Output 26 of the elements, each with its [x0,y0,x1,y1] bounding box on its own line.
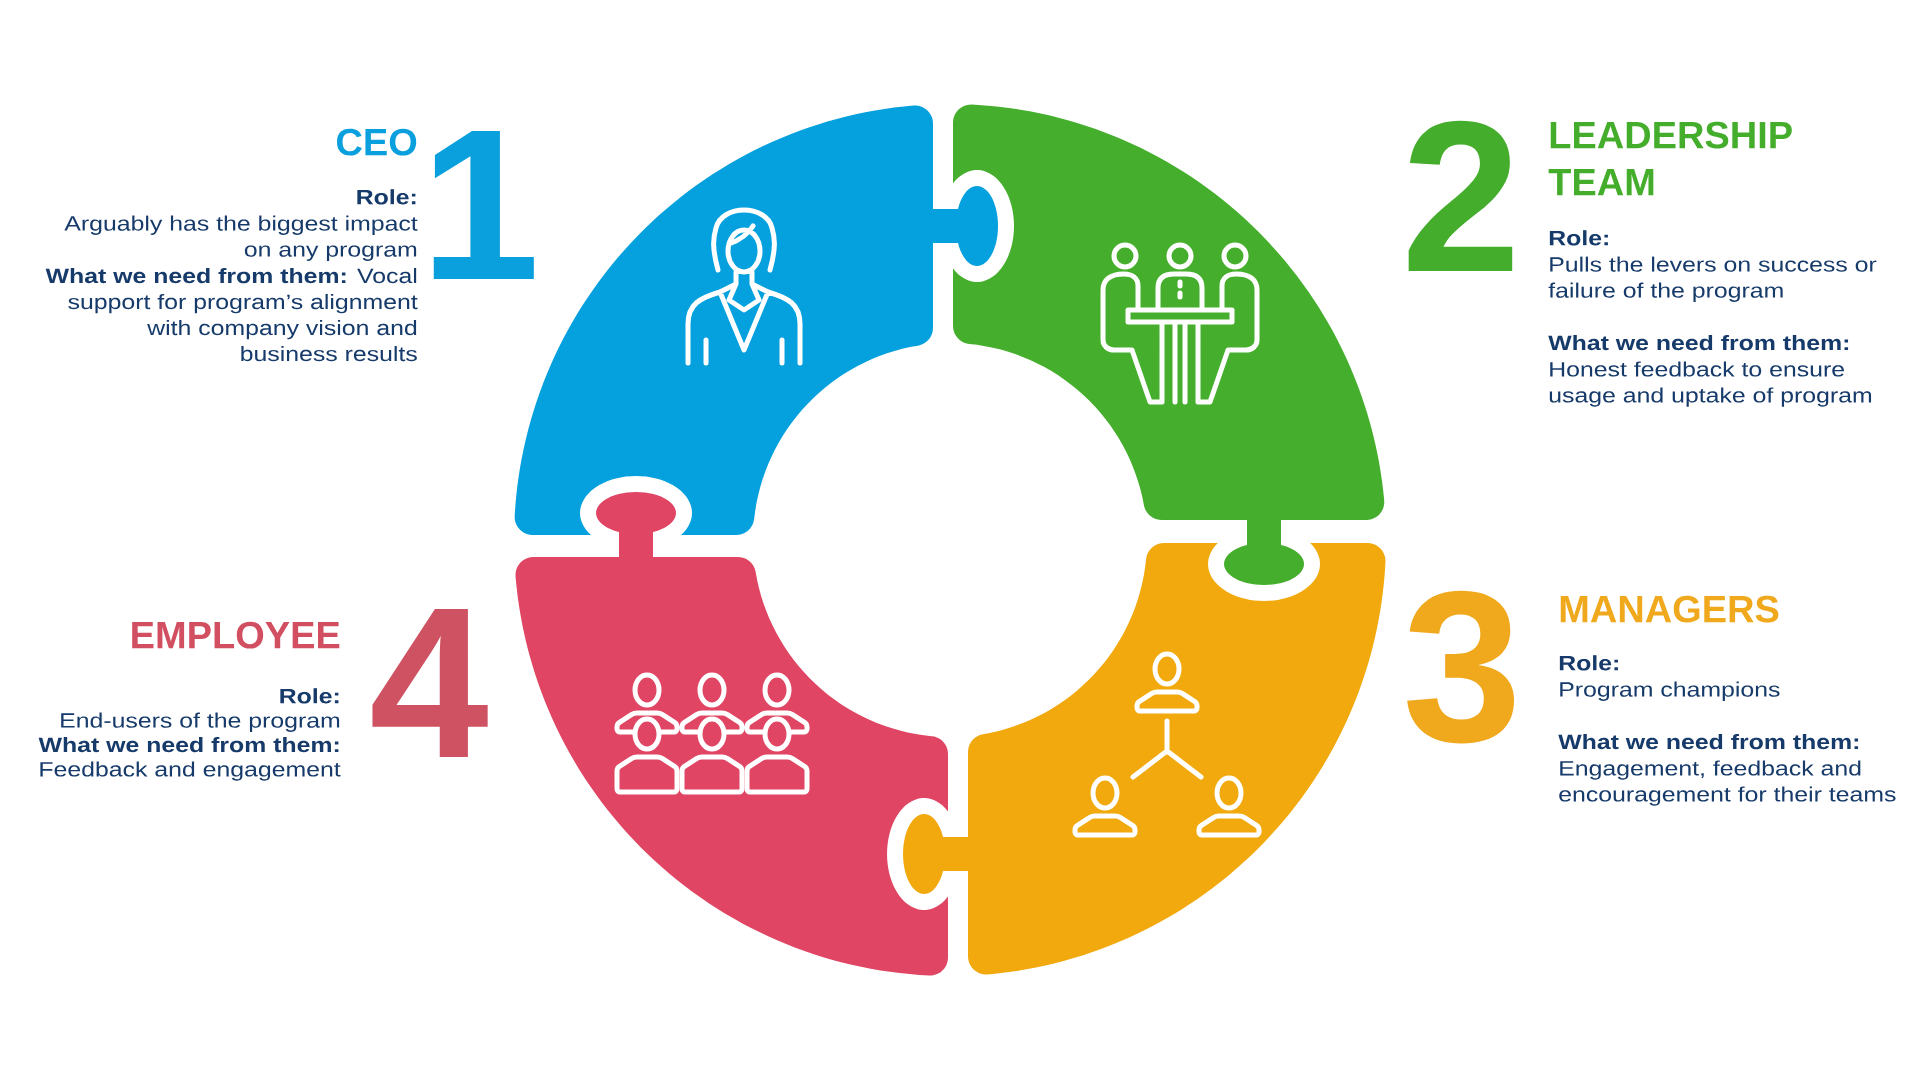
heading: MANAGERS [1560,595,1779,623]
description: Feedback and engagement [40,761,341,781]
field-label: Role: [1559,655,1618,671]
field-label: What we need from them: [1558,734,1859,750]
description: End-users of the program [61,712,340,732]
field-label: What we need from them: [1548,335,1849,351]
step-number: 2 [1408,120,1513,271]
description: Engagement, feedback and encouragement for their teams [1559,760,1896,806]
heading: LEADERSHIP TEAM [1548,121,1792,196]
field-label: Role: [1549,230,1608,246]
description: What we need from them: Vocal support for program’s alignment with company vision and business results [45,268,418,362]
field-label: Role: [357,189,416,205]
description: Pulls the levers on success or failure of the program [1548,256,1877,302]
description: Arguably has the biggest impact on any program [64,215,418,261]
step-number: 4 [372,609,488,757]
description: Honest feedback to ensure usage and uptake of program [1549,361,1872,407]
field-label: Role: [280,688,339,704]
puzzle-piece [903,543,1386,975]
heading: CEO [337,128,417,156]
heading: EMPLOYEE [132,621,340,649]
step-number: 3 [1407,590,1515,744]
puzzle-piece [953,104,1385,585]
description: Program champions [1560,681,1780,701]
step-number: 1 [433,131,534,279]
puzzle-piece [515,492,948,976]
field-label: What we need from them: [38,737,339,753]
